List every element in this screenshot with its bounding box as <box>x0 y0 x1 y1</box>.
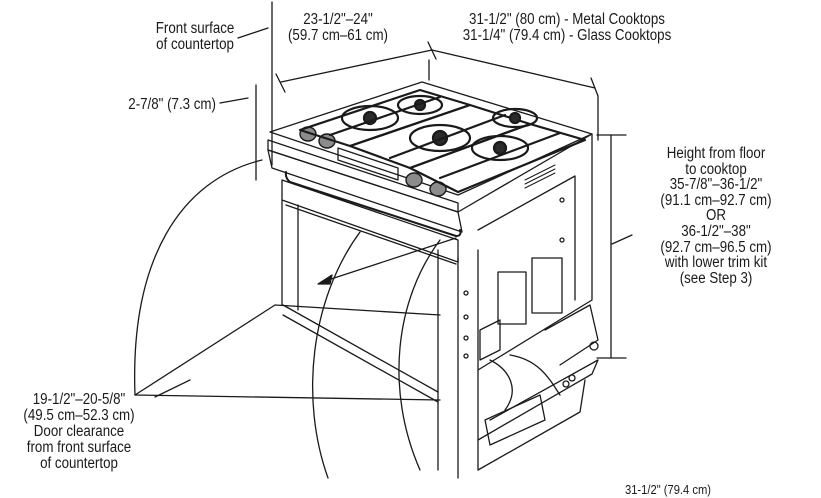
door-clearance-label: 19-1/2"–20-5/8" (49.5 cm–52.3 cm) Door c… <box>11 392 147 472</box>
door-clearance-arrow <box>317 237 457 285</box>
burner-grates <box>298 88 587 194</box>
width-line-2: 31-1/4" (79.4 cm) - Glass Cooktops <box>462 27 672 44</box>
side-vent <box>524 164 556 189</box>
door-swing-arc <box>134 159 441 479</box>
width-dimension-line <box>431 49 599 141</box>
height-line-3: 35-7/8"–36-1/2" <box>669 176 763 194</box>
height-line-2: to cooktop <box>685 160 747 178</box>
offset-leader <box>219 97 249 104</box>
cropped-bottom-line: 31-1/2" (79.4 cm) <box>625 482 711 497</box>
depth-dimension-line <box>275 41 437 93</box>
depth-line-2: (59.7 cm–61 cm) <box>287 27 389 44</box>
height-label: Height from floor to cooktop 35-7/8"–36-… <box>639 146 794 286</box>
height-line-1: Height from floor <box>666 145 766 162</box>
depth-line-1: 23-1/2"–24" <box>303 11 373 28</box>
offset-label: 2-7/8" (7.3 cm) <box>128 97 216 113</box>
front-surface-leader <box>237 27 269 39</box>
depth-label: 23-1/2"–24" (59.7 cm–61 cm) <box>278 12 398 44</box>
range-body <box>267 81 599 479</box>
width-label: 31-1/2" (80 cm) - Metal Cooktops 31-1/4"… <box>425 12 709 44</box>
height-line-7: (92.7 cm–96.5 cm) <box>660 238 772 256</box>
height-line-8: with lower trim kit <box>664 254 768 272</box>
door-clearance-leader <box>154 379 191 398</box>
height-line-5: OR <box>706 207 726 225</box>
door-clearance-line-3: Door clearance <box>33 423 125 440</box>
height-line-6: 36-1/2"–38" <box>681 222 751 240</box>
door-clearance-line-5: of countertop <box>40 455 118 472</box>
height-line-9: (see Step 3) <box>679 269 753 287</box>
offset-line: 2-7/8" (7.3 cm) <box>128 96 216 113</box>
height-line-4: (91.1 cm–92.7 cm) <box>660 191 772 209</box>
width-line-1: 31-1/2" (80 cm) - Metal Cooktops <box>469 11 665 28</box>
front-surface-label: Front surface of countertop <box>155 21 234 53</box>
height-dimension-line <box>596 134 633 359</box>
door-clearance-line-4: from front surface <box>26 439 132 456</box>
front-surface-line-2: of countertop <box>155 36 234 53</box>
door-clearance-line-1: 19-1/2"–20-5/8" <box>32 391 126 408</box>
front-surface-line-1: Front surface <box>155 20 234 37</box>
cropped-bottom-label: 31-1/2" (79.4 cm) <box>625 482 711 498</box>
door-clearance-line-2: (49.5 cm–52.3 cm) <box>23 407 135 424</box>
range-display <box>337 147 399 181</box>
